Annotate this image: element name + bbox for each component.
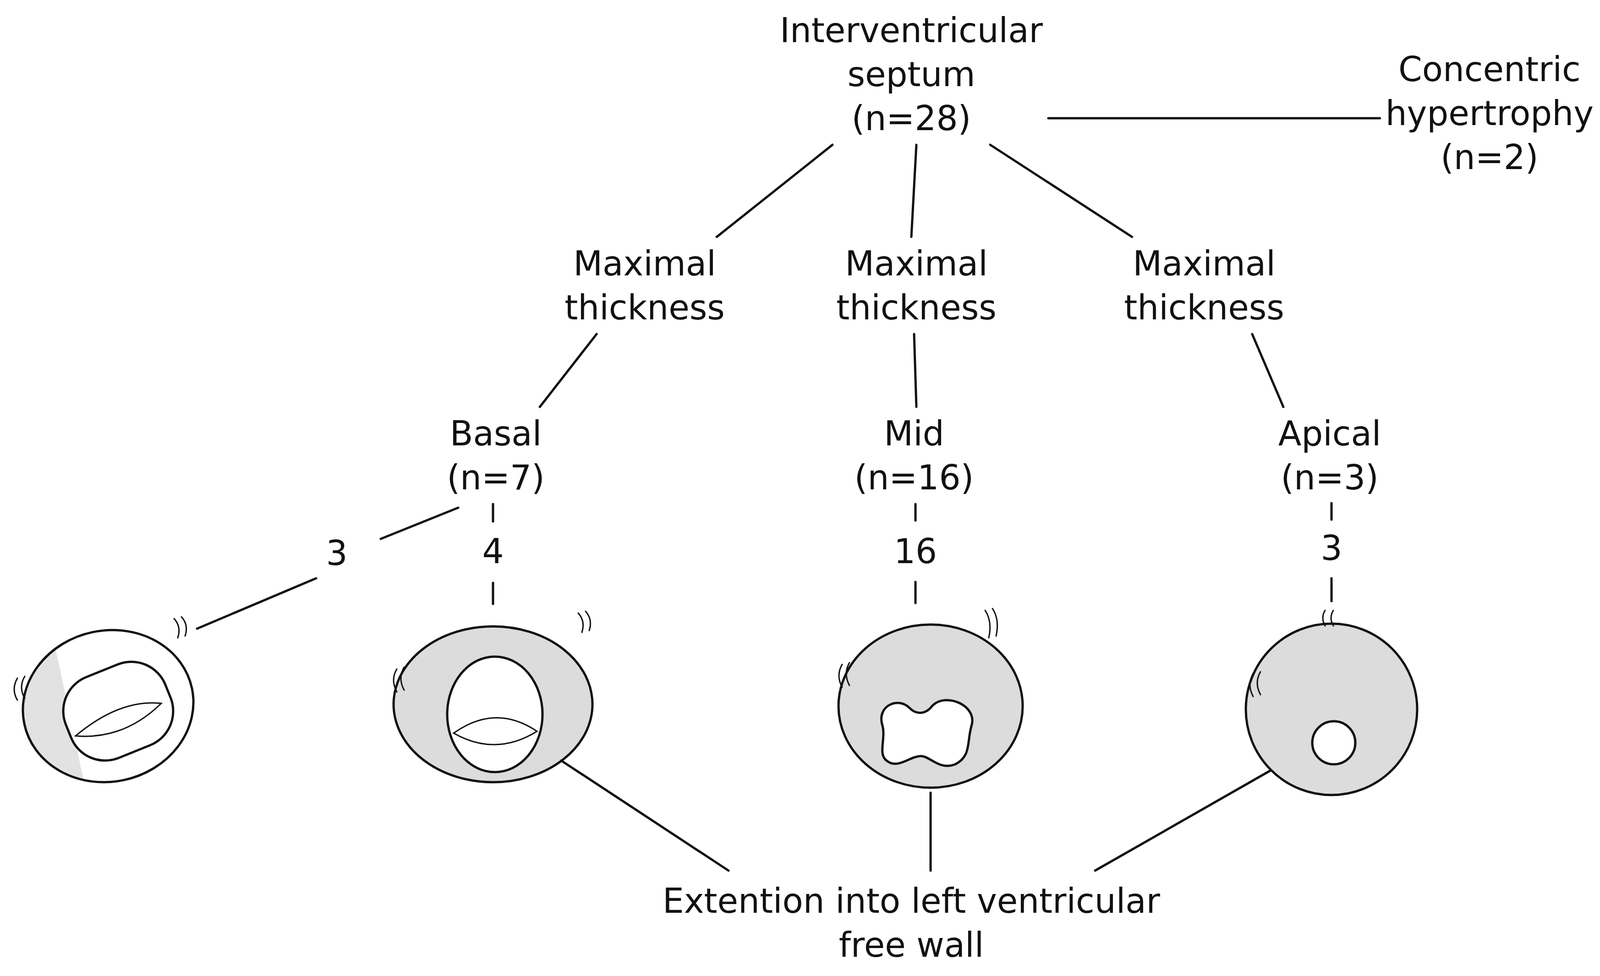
- ventricle-cavity: [881, 700, 973, 767]
- leader-line: [561, 760, 729, 871]
- node-heading: Extention into left ventricular free wal…: [650, 878, 1173, 967]
- rv-attachment: [174, 616, 187, 638]
- text-node: Interventricular septum(n=28): [779, 8, 1043, 141]
- hypertrophy-shading: [8, 614, 95, 799]
- leader-tick: [1330, 503, 1333, 520]
- text-node: Maximal thickness: [836, 241, 997, 330]
- leader-line: [929, 792, 932, 871]
- callout-number: 4: [482, 532, 504, 570]
- text-node: Maximal thickness: [1123, 241, 1285, 330]
- connector-line: [990, 144, 1133, 237]
- ventricle-outline: [8, 614, 208, 799]
- ventricle-cavity: [1312, 721, 1356, 765]
- leader-tick: [492, 504, 495, 522]
- leader-line: [1095, 770, 1271, 871]
- ventricle-outline: [393, 626, 593, 783]
- connector-line: [1048, 117, 1381, 120]
- connector-line: [914, 334, 917, 407]
- rv-attachment: [578, 611, 591, 633]
- rv-attachment: [1322, 610, 1334, 626]
- rv-attachment: [393, 667, 405, 692]
- node-heading: Interventricular septum: [779, 8, 1043, 97]
- node-heading: Concentric hypertrophy: [1385, 47, 1594, 136]
- text-node: Basal(n=7): [446, 411, 545, 500]
- leader-tick: [914, 504, 917, 521]
- connector-line: [539, 334, 597, 407]
- rv-attachment: [985, 608, 998, 638]
- callout-number: 3: [325, 534, 348, 572]
- leader-tick: [914, 581, 917, 603]
- node-heading: Mid: [854, 411, 975, 456]
- ventricle-outline: [838, 624, 1023, 788]
- node-count: (n=3): [1278, 455, 1382, 500]
- mitral-valve: [75, 702, 162, 737]
- text-node: Mid(n=16): [854, 411, 975, 500]
- rv-attachment: [1249, 671, 1261, 697]
- connector-line: [716, 144, 833, 237]
- ventricle-outline: [8, 614, 208, 799]
- rv-attachment: [14, 676, 25, 701]
- ventricle-outline: [1245, 623, 1418, 795]
- ventricle-cavity: [52, 650, 185, 772]
- leader-tick: [1330, 578, 1333, 602]
- leader-line: [380, 507, 459, 539]
- node-heading: Apical: [1278, 411, 1382, 456]
- text-node: Apical(n=3): [1278, 411, 1382, 500]
- connector-line: [1252, 334, 1284, 407]
- node-heading: Basal: [446, 411, 545, 456]
- mitral-valve: [453, 717, 537, 745]
- ventricle-cavity: [447, 656, 543, 773]
- text-node: Maximal thickness: [564, 241, 725, 330]
- node-count: (n=7): [446, 455, 545, 500]
- rv-attachment: [838, 662, 850, 688]
- text-node: Concentric hypertrophy(n=2): [1385, 47, 1594, 180]
- node-heading: Maximal thickness: [836, 241, 997, 330]
- connector-line: [911, 144, 917, 237]
- node-heading: Maximal thickness: [1123, 241, 1285, 330]
- node-heading: Maximal thickness: [564, 241, 725, 330]
- callout-number: 16: [893, 532, 937, 570]
- node-count: (n=28): [779, 96, 1043, 141]
- text-node: Extention into left ventricular free wal…: [650, 878, 1173, 967]
- node-count: (n=16): [854, 455, 975, 500]
- leader-tick: [492, 582, 495, 604]
- node-count: (n=2): [1385, 135, 1594, 180]
- callout-number: 3: [1320, 529, 1343, 567]
- leader-line: [197, 578, 317, 629]
